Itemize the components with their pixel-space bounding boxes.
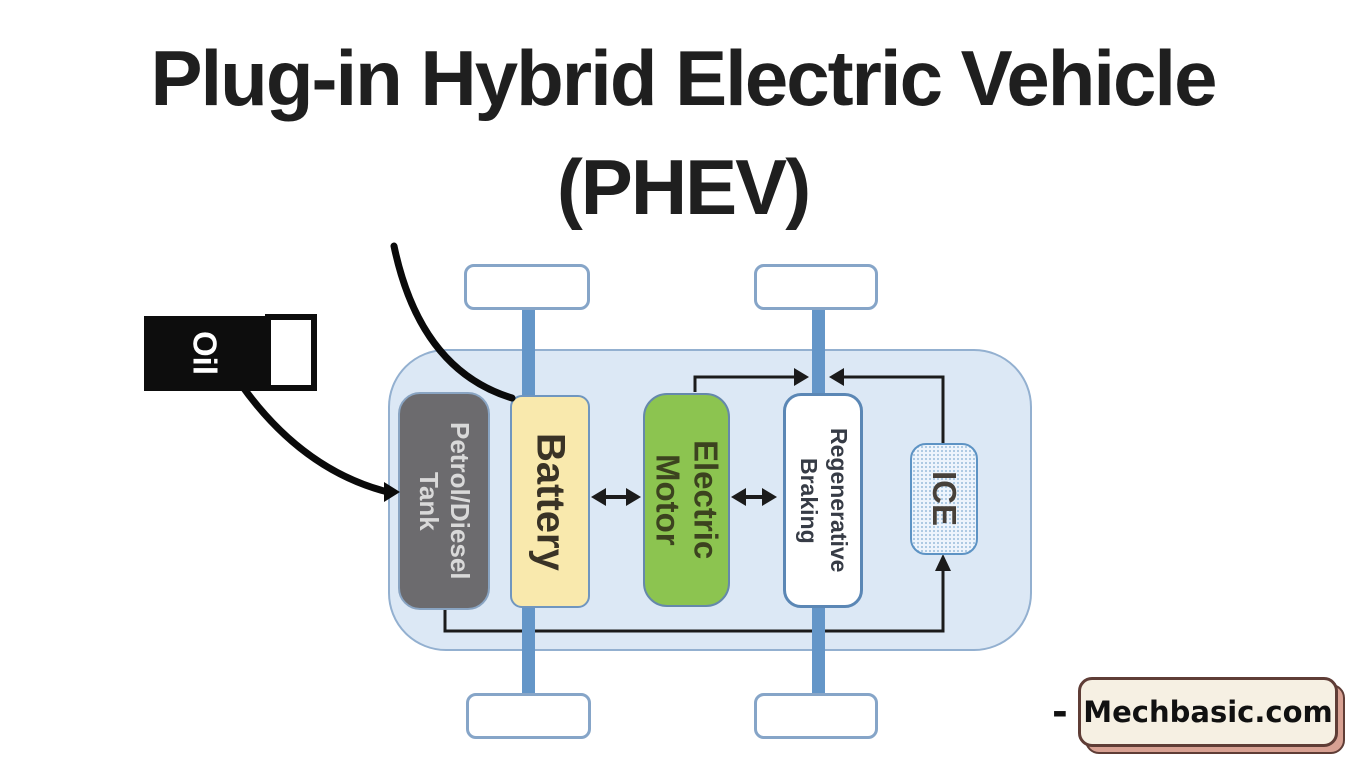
regenerative-braking-label: Regenerative Braking (796, 428, 852, 573)
wheel-top-left (464, 264, 590, 310)
ice-label: ICE (926, 471, 963, 527)
regenerative-braking-box: Regenerative Braking (783, 393, 863, 608)
oil-pump: Oil (144, 316, 265, 391)
ice-box: ICE (910, 443, 978, 555)
wheel-top-right (754, 264, 878, 310)
electric-motor-box: Electric Motor (643, 393, 730, 607)
petrol-diesel-tank-box: Petrol/Diesel Tank (398, 392, 490, 610)
battery-label: Battery (528, 432, 573, 571)
wheel-bottom-right (754, 693, 878, 739)
oil-pump-label: Oil (186, 331, 224, 376)
battery-box: Battery (510, 395, 590, 608)
watermark-badge: Mechbasic.com (1078, 677, 1338, 747)
fuel-hose (236, 379, 388, 495)
electric-motor-label: Electric Motor (649, 440, 725, 560)
wheel-bottom-left (466, 693, 591, 739)
page-title: Plug-in Hybrid Electric Vehicle (PHEV) (0, 24, 1366, 242)
oil-pump-nozzle (265, 314, 317, 391)
title-line-1: Plug-in Hybrid Electric Vehicle (150, 34, 1217, 122)
petrol-diesel-tank-label: Petrol/Diesel Tank (414, 422, 476, 580)
title-line-2: (PHEV) (556, 143, 811, 232)
watermark-dash: - (1052, 690, 1068, 734)
